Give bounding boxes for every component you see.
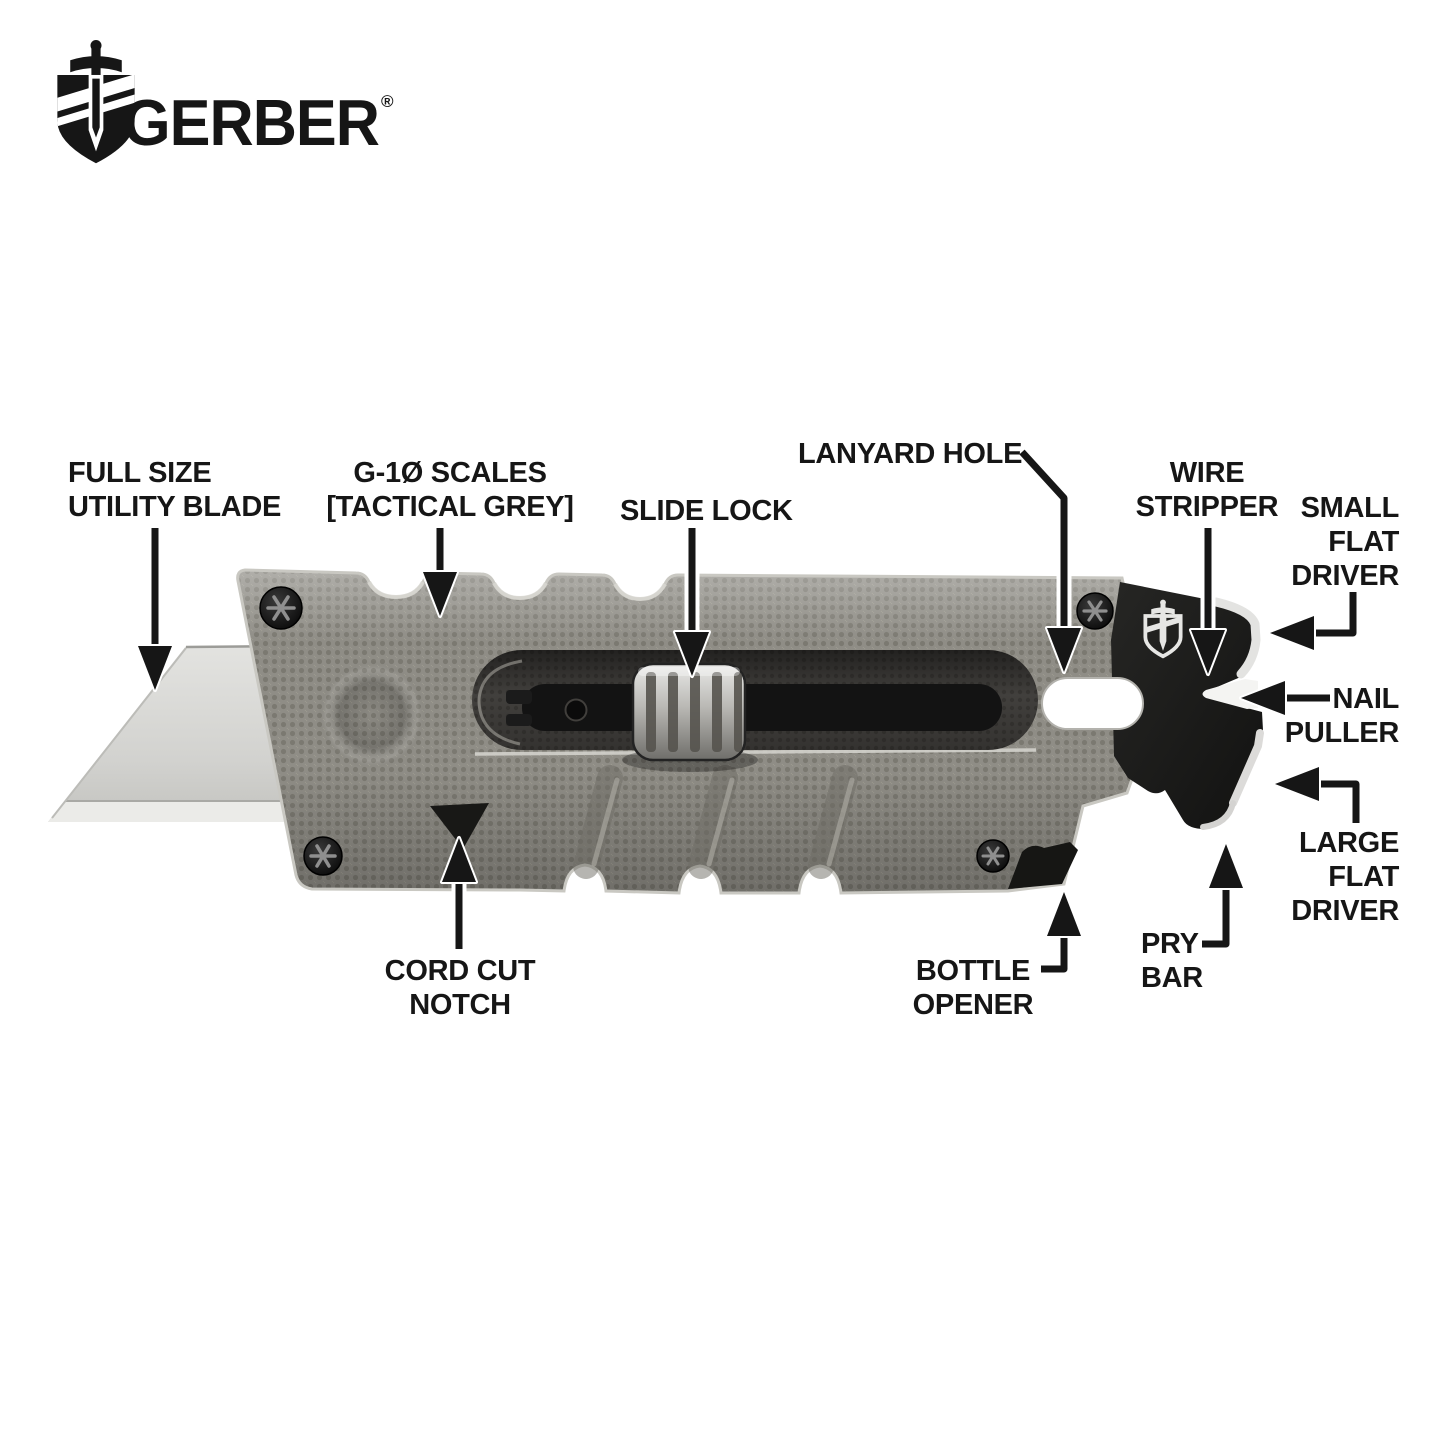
label-large-flat-driver: LARGE FLAT DRIVER: [1199, 826, 1399, 928]
arrow-cord-cut-notch: [440, 836, 478, 957]
bottle-opener-notch: [1008, 842, 1078, 889]
gerber-shield-sword-icon: [57, 40, 135, 164]
large-flat-driver-edge: [1229, 729, 1264, 807]
label-line: NOTCH: [409, 989, 511, 1021]
label-pry-bar: PRY BAR: [1141, 927, 1203, 995]
label-line: CORD CUT: [384, 955, 536, 987]
pry-tip: [1111, 582, 1264, 830]
nail-puller-notch: [1202, 679, 1258, 709]
label-line: UTILITY BLADE: [68, 491, 282, 523]
label-g10-scales: G-1Ø SCALES [TACTICAL GREY]: [300, 456, 600, 524]
label-line: SMALL: [1300, 492, 1400, 524]
label-nail-puller: NAIL PULLER: [1199, 682, 1400, 750]
arrow-wire-stripper: [1189, 520, 1227, 676]
arrow-nail-puller: [1239, 679, 1338, 717]
slot-pin: [564, 698, 588, 722]
label-line: NAIL: [1332, 683, 1400, 715]
arrow-bottle-opener: [1033, 890, 1083, 977]
label-line: DRIVER: [1291, 895, 1399, 927]
arrow-g10-scales: [421, 520, 459, 618]
slide-lock-button: [622, 662, 758, 772]
registered-mark: ®: [381, 92, 394, 111]
slider-slot: [522, 684, 1002, 731]
label-slide-lock: SLIDE LOCK: [620, 494, 793, 528]
label-small-flat-driver: SMALL FLAT DRIVER: [1199, 491, 1399, 593]
label-line: SLIDE LOCK: [620, 495, 793, 527]
arrow-pry-bar: [1194, 842, 1245, 952]
label-line: BOTTLE: [915, 955, 1031, 987]
label-full-size-utility-blade: FULL SIZE UTILITY BLADE: [68, 456, 281, 524]
gerber-wordmark: GERBER: [123, 86, 379, 159]
screw-rear-top: [1076, 592, 1114, 630]
arrow-full-size-utility-blade: [136, 520, 174, 692]
label-line: [TACTICAL GREY]: [326, 491, 574, 523]
arrow-large-flat-driver: [1273, 765, 1364, 831]
arrow-small-flat-driver: [1268, 584, 1361, 652]
label-line: FLAT: [1328, 526, 1399, 558]
arrow-slide-lock: [673, 520, 711, 678]
label-lanyard-hole: LANYARD HOLE: [798, 437, 1022, 471]
label-line: BAR: [1141, 962, 1203, 994]
label-line: LARGE: [1298, 827, 1399, 859]
cord-cut-notch-gap: [430, 803, 489, 849]
label-line: G-1Ø SCALES: [353, 457, 547, 489]
knife-illustration: [48, 568, 1264, 895]
screw-rear-bottom: [976, 839, 1010, 873]
label-line: PULLER: [1284, 717, 1400, 749]
label-line: DRIVER: [1291, 560, 1399, 592]
label-line: OPENER: [912, 989, 1034, 1021]
leader-arrows: [136, 441, 1364, 977]
label-bottle-opener: BOTTLE OPENER: [873, 954, 1073, 1022]
small-flat-driver-edge: [1211, 597, 1261, 679]
screw-front-top: [259, 586, 303, 630]
label-line: FLAT: [1328, 861, 1399, 893]
label-line: LANYARD HOLE: [798, 438, 1023, 470]
pry-bar-edge: [1200, 800, 1236, 830]
arrow-lanyard-hole: [1011, 441, 1083, 674]
thumb-dish: [318, 661, 426, 769]
label-line: STRIPPER: [1135, 491, 1279, 523]
label-line: WIRE: [1169, 457, 1245, 489]
handle-channel: [472, 650, 1038, 750]
handle-scales: [236, 568, 1139, 895]
gerber-logo: GERBER ®: [57, 40, 394, 164]
label-cord-cut-notch: CORD CUT NOTCH: [360, 954, 560, 1022]
label-line: PRY: [1141, 928, 1199, 960]
label-wire-stripper: WIRE STRIPPER: [1107, 456, 1307, 524]
gerber-logo-tip-icon: [1143, 599, 1183, 659]
lanyard-hole: [1041, 677, 1144, 730]
screw-front-bottom: [303, 836, 343, 876]
label-line: FULL SIZE: [68, 457, 212, 489]
